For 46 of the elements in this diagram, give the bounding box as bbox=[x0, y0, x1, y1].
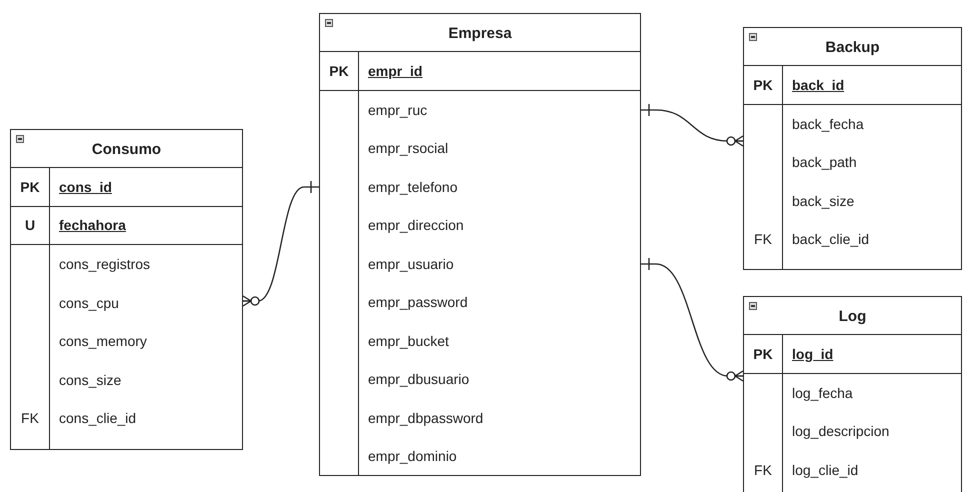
key-marker: PK bbox=[752, 346, 774, 362]
column-name: fechahora bbox=[59, 217, 126, 234]
entity-table bbox=[10, 129, 243, 450]
column-name: empr_dominio bbox=[368, 448, 457, 464]
key-marker: FK bbox=[753, 462, 773, 478]
column-name: empr_telefono bbox=[368, 178, 458, 195]
column-name: log_fecha bbox=[792, 384, 853, 401]
key-marker: PK bbox=[328, 62, 350, 79]
column-name: cons_size bbox=[59, 372, 122, 388]
key-marker: FK bbox=[753, 231, 773, 248]
table-title: Empresa bbox=[448, 25, 512, 42]
table-title: Backup bbox=[825, 39, 880, 56]
column-name: cons_registros bbox=[59, 256, 150, 272]
column-name: empr_dbpassword bbox=[368, 410, 484, 426]
column-name: empr_rsocial bbox=[368, 140, 448, 156]
column-name: empr_password bbox=[368, 294, 468, 310]
column-name: cons_clie_id bbox=[59, 410, 136, 426]
column-name: back_id bbox=[792, 76, 844, 93]
column-name: log_descripcion bbox=[792, 423, 890, 440]
entity-table bbox=[743, 27, 962, 270]
entity-table bbox=[319, 13, 641, 476]
column-name: empr_direccion bbox=[368, 217, 464, 234]
key-marker: FK bbox=[20, 410, 40, 426]
column-name: cons_cpu bbox=[59, 294, 119, 311]
column-name: empr_usuario bbox=[368, 256, 454, 272]
key-marker: U bbox=[24, 217, 36, 234]
column-name: cons_id bbox=[59, 178, 112, 195]
entity-table bbox=[743, 296, 962, 492]
column-name: empr_id bbox=[368, 62, 422, 79]
column-name: back_fecha bbox=[792, 116, 864, 132]
column-name: empr_ruc bbox=[368, 102, 428, 118]
column-name: empr_bucket bbox=[368, 332, 449, 349]
column-name: empr_dbusuario bbox=[368, 371, 470, 388]
column-name: log_clie_id bbox=[792, 462, 858, 478]
column-name: cons_memory bbox=[59, 333, 147, 350]
column-name: log_id bbox=[792, 346, 834, 362]
relationship-line bbox=[242, 180, 319, 307]
column-name: back_path bbox=[792, 154, 857, 170]
key-marker: PK bbox=[19, 178, 41, 195]
relationship-line bbox=[641, 103, 744, 147]
column-name: back_clie_id bbox=[792, 231, 870, 248]
table-title: Consumo bbox=[92, 141, 162, 158]
relationship-line bbox=[641, 257, 744, 382]
table-title: Log bbox=[838, 308, 866, 325]
column-name: back_size bbox=[792, 192, 854, 209]
key-marker: PK bbox=[752, 76, 774, 93]
